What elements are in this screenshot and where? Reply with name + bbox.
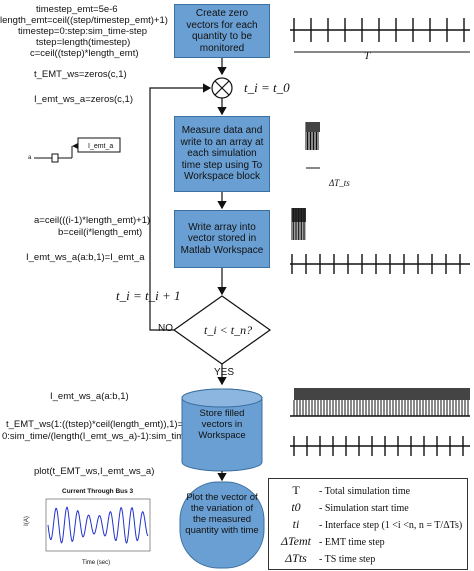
box-measure-data: Measure data and write to an array at ea… <box>174 116 270 192</box>
delta-ts-label: ΔT_ts <box>329 178 350 188</box>
mini-plot-area <box>45 498 151 552</box>
simulink-block-icon <box>34 137 121 163</box>
final-oval <box>179 481 265 569</box>
code-zeros-1: t_EMT_ws=zeros(c,1) <box>34 69 127 80</box>
dense-block <box>294 388 470 400</box>
box-write-array: Write array into vector stored in Matlab… <box>174 210 270 268</box>
simulink-port-label: a <box>28 155 32 161</box>
no-label: NO <box>158 323 173 334</box>
code-line-4: tstep=length(timestep) <box>36 37 131 48</box>
legend-row: ΔTts- TS time step <box>285 551 376 565</box>
box-create-zero-vectors: Create zero vectors for each quantity to… <box>174 4 270 58</box>
code-zeros-2: I_emt_ws_a=zeros(c,1) <box>34 94 133 105</box>
code-line-2: length_emt=ceil((step/timestep_emt)+1) <box>0 15 168 26</box>
code-line-3: timestep=0:step:sim_time-step <box>18 26 148 37</box>
code-b: b=ceil(i*length_emt) <box>58 227 143 238</box>
T-label: T <box>364 50 371 62</box>
code-line-5: c=ceil((tstep)*length_emt) <box>30 48 139 59</box>
junction-label: t_i = t_0 <box>244 80 290 95</box>
mini-plot: Current Through Bus 3 I(A) Time (sec) <box>24 488 154 568</box>
timeline-graphics <box>290 18 470 456</box>
legend-row: ti- Interface step (1 <i <n, n = T/ΔTs) <box>292 517 463 531</box>
cylinder-label: Store filled vectors in Workspace <box>198 408 246 441</box>
yes-label: YES <box>214 367 235 378</box>
loop-label: t_i = t_i + 1 <box>116 288 181 303</box>
legend-box: T- Total simulation time t0- Simulation … <box>268 478 468 570</box>
mini-plot-title: Current Through Bus 3 <box>62 488 134 495</box>
legend-row: T- Total simulation time <box>292 483 411 497</box>
mini-plot-frame <box>45 498 151 552</box>
dense-block <box>292 208 306 222</box>
code-time-1: t_EMT_ws(1:((tstep)*ceil(length_emt)),1)… <box>6 419 184 430</box>
mini-plot-line <box>47 506 149 544</box>
code-line-1: timestep_emt=5e-6 <box>36 4 118 15</box>
code-plot: plot(t_EMT_ws,I_emt_ws_a) <box>34 466 155 477</box>
code-assign-2: I_emt_ws_a(a:b,1) <box>50 391 129 402</box>
legend-row: t0- Simulation start time <box>291 500 409 514</box>
final-label: Plot the vector of the variation of the … <box>185 492 259 536</box>
code-assign-1: I_emt_ws_a(a:b,1)=I_emt_a <box>26 252 145 263</box>
mini-plot-xlabel: Time (sec) <box>82 560 111 566</box>
decision-label: t_i < t_n? <box>204 323 253 337</box>
code-a: a=ceil(((i-1)*length_emt)+1) <box>34 215 151 226</box>
code-time-2: 0:sim_time/(length(I_emt_ws_a)-1):sim_ti… <box>2 431 190 442</box>
legend-row: ΔTemt- EMT time step <box>281 534 385 548</box>
simulink-block-label: I_emt_a <box>88 143 114 150</box>
dense-block <box>306 122 320 132</box>
